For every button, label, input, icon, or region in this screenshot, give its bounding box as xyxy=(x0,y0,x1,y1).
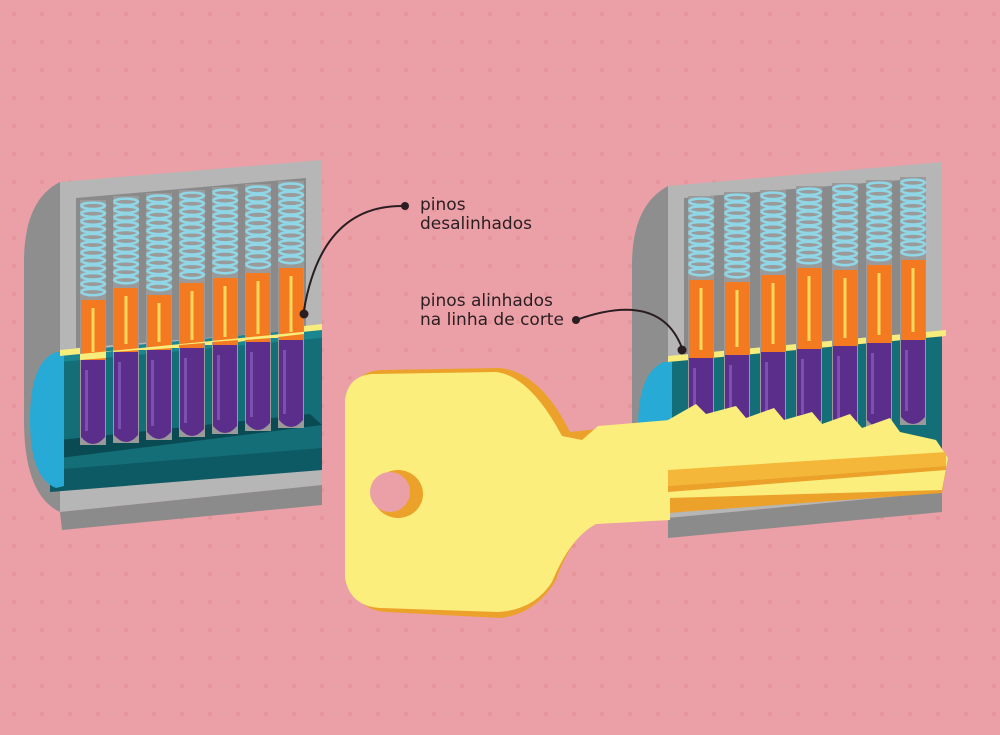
key-pin-highlight xyxy=(85,370,88,431)
key-pin-highlight xyxy=(801,359,804,414)
misaligned-pin-stacks xyxy=(60,181,322,445)
spring xyxy=(79,201,107,297)
pin-stack xyxy=(723,192,751,444)
key-pin-highlight xyxy=(118,362,121,429)
driver-pin-highlight xyxy=(843,278,847,338)
driver-pin-highlight xyxy=(223,286,227,337)
aligned-pin-stacks xyxy=(687,177,927,444)
spring xyxy=(899,178,927,257)
spring xyxy=(112,197,140,285)
spring xyxy=(723,193,751,279)
spring xyxy=(211,188,239,275)
leader-dot-aligned xyxy=(572,316,580,324)
key-pin-highlight xyxy=(729,365,732,430)
driver-pin-highlight xyxy=(807,276,811,341)
spring xyxy=(759,191,787,272)
spring xyxy=(795,187,823,265)
key-groove-shadow xyxy=(668,466,946,492)
key-pin-highlight xyxy=(250,352,253,417)
key-pin-highlight xyxy=(905,350,908,411)
key-pin xyxy=(81,360,105,444)
key-pin xyxy=(180,348,204,436)
unlocked-cylinder xyxy=(632,162,946,538)
spring xyxy=(145,194,173,292)
locked-cylinder xyxy=(24,160,322,530)
key-pin-highlight xyxy=(837,356,840,418)
pin-stack xyxy=(865,180,893,428)
key-bow xyxy=(345,372,670,612)
pin-stack xyxy=(211,187,239,434)
housing-bottom xyxy=(60,485,322,530)
keyway-lower xyxy=(50,448,322,492)
key-hole xyxy=(370,472,410,512)
key xyxy=(345,368,948,618)
spring xyxy=(687,197,715,277)
annotation-line: pinos alinhados xyxy=(420,291,553,311)
pin-stack xyxy=(112,196,140,443)
leader-line-aligned xyxy=(575,308,683,349)
driver-pin-highlight xyxy=(190,291,194,340)
pin-stack xyxy=(244,184,272,431)
key-pin xyxy=(147,350,171,439)
spring xyxy=(244,185,272,270)
spring xyxy=(865,181,893,262)
spring xyxy=(178,191,206,280)
pin-stack xyxy=(759,190,787,430)
leader-end-aligned xyxy=(677,345,687,355)
key-pin-highlight xyxy=(765,362,768,416)
key-pin-highlight xyxy=(184,358,187,423)
pin-stack xyxy=(178,190,206,437)
key-pin-highlight xyxy=(217,355,220,420)
annotation-aligned-pins: pinos alinhados na linha de corte xyxy=(420,292,564,330)
driver-pin-highlight xyxy=(157,303,161,342)
key-pin xyxy=(114,352,138,442)
annotation-line: desalinhados xyxy=(420,214,532,234)
key-pin-highlight xyxy=(693,368,696,426)
pin-stack xyxy=(277,181,305,428)
annotation-misaligned-pins: pinos desalinhados xyxy=(420,196,532,234)
leader-dot-misaligned xyxy=(401,202,409,210)
key-pin xyxy=(901,340,925,424)
driver-pin-highlight xyxy=(124,296,128,344)
key-groove xyxy=(668,452,946,486)
pin-stack xyxy=(795,186,823,428)
pin-stack xyxy=(145,193,173,440)
leader-end-misaligned xyxy=(299,309,309,319)
key-pin xyxy=(279,340,303,427)
spring xyxy=(277,182,305,265)
key-pin-highlight xyxy=(151,360,154,426)
pin-stack xyxy=(79,200,107,445)
pin-stack xyxy=(687,196,715,440)
annotation-line: pinos xyxy=(420,195,466,215)
driver-pin-highlight xyxy=(877,273,881,335)
key-pin-highlight xyxy=(283,350,286,414)
pin-stack xyxy=(899,177,927,425)
spring xyxy=(831,184,859,267)
housing-bottom xyxy=(668,492,942,538)
pin-stack xyxy=(831,183,859,432)
key-pin xyxy=(246,342,270,430)
annotation-line: na linha de corte xyxy=(420,310,564,330)
plug-boundary xyxy=(60,324,322,360)
leader-line-misaligned xyxy=(303,204,406,311)
driver-pin-highlight xyxy=(735,290,739,347)
driver-pin-highlight xyxy=(289,276,293,332)
key-pin xyxy=(213,345,237,433)
driver-pin-highlight xyxy=(911,268,915,332)
key-pin-highlight xyxy=(871,353,874,414)
driver-pin-highlight xyxy=(771,283,775,344)
driver-pin-highlight xyxy=(256,281,260,334)
driver-pin-highlight xyxy=(699,288,703,350)
plug-face xyxy=(30,352,64,488)
key-pin xyxy=(867,343,891,427)
driver-pin-highlight xyxy=(91,308,95,352)
